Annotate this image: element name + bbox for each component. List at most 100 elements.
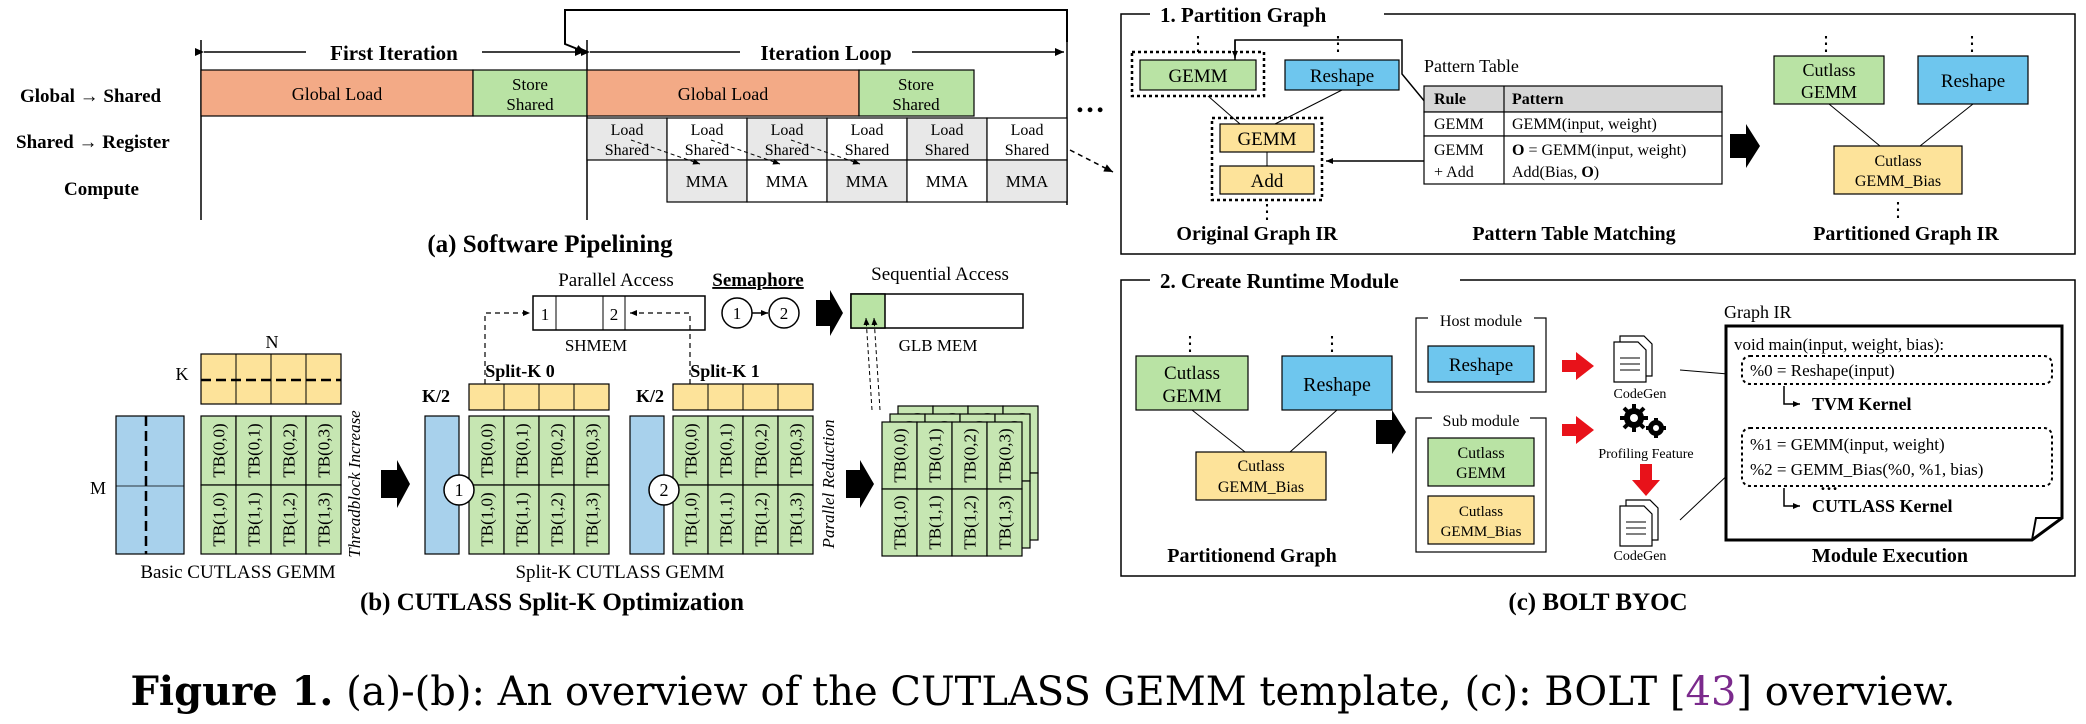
graph-ir-label: Graph IR: [1724, 302, 1791, 322]
reshape2-node: [1917, 55, 2029, 105]
tvm-kernel-group: [1741, 355, 2053, 385]
vdots-gemm-top: ⋮: [1188, 33, 1208, 55]
partition-graph-title: 1. Partition Graph: [1160, 3, 1327, 27]
row2-pattern-b: Add(Bias, O): [1512, 164, 1599, 181]
tvm-kernel-label: TVM Kernel: [1812, 394, 1911, 414]
global-load-block-1: [200, 69, 474, 117]
threadblock-cell: [777, 484, 814, 555]
splitk-gemm-label: Split-K CUTLASS GEMM: [515, 562, 724, 583]
threadblock-cell: [986, 488, 1023, 557]
store-shared-block-2: [858, 69, 975, 117]
threadblock-cell: [538, 484, 575, 555]
mma-label-3: MMA: [846, 172, 889, 191]
sub-gemm-bias-node: [1427, 495, 1535, 545]
parallel-access-label: Parallel Access: [558, 270, 674, 291]
reshape2-node-label: Reshape: [1941, 71, 2005, 92]
sub-module-label: Sub module: [1443, 413, 1520, 430]
threadblock-cell: [305, 415, 342, 486]
split0-circle: [443, 474, 475, 506]
row-label-global-shared: Global → Shared: [20, 86, 162, 107]
tb-grid-basic: TB(0,0)TB(0,1)TB(0,2)TB(0,3)TB(1,0)TB(1,…: [200, 415, 342, 555]
threadblock-cell: [672, 415, 709, 486]
mma-label-2: MMA: [766, 172, 809, 191]
vdots-bias-bottom: ⋮: [1888, 199, 1908, 221]
sub-cutlass-gemm-node: [1427, 437, 1535, 487]
caption-label: Figure 1.: [130, 668, 334, 715]
profiling-down-arrow: [1632, 464, 1660, 496]
glb-mem-slot: [850, 293, 886, 329]
n-label: N: [266, 332, 279, 352]
threadblock-label: TB(0,0): [682, 423, 701, 477]
load-shared-label-1: Shared: [605, 142, 649, 159]
a-matrix-basic: [115, 415, 185, 555]
host-codegen-arrow: [1562, 352, 1594, 380]
gemm-node: [1219, 123, 1315, 153]
row-label-compute: Compute: [64, 179, 139, 200]
load-shared-row: Load Shared Load Shared Load Shared Load…: [586, 117, 1068, 161]
partitionend-graph-label: Partitionend Graph: [1167, 545, 1336, 567]
tb-grid-split0: TB(0,0)TB(0,1)TB(0,2)TB(0,3)TB(1,0)TB(1,…: [468, 415, 610, 555]
loop-back-arrow: [564, 9, 1068, 53]
store-shared-block-1: [472, 69, 588, 117]
threadblock-label: TB(1,1): [513, 492, 532, 546]
panel-b: N K M TB(0,0)TB(0,1)TB(0,2)TB(0,3)TB(1,0…: [90, 264, 1039, 616]
parallel-reduction-label: Parallel Reduction: [819, 420, 838, 550]
row-label-shared-register: Shared → Register: [16, 132, 170, 153]
row2-rule-a: GEMM: [1434, 142, 1484, 159]
vdots-reshape-top: ⋮: [1328, 33, 1348, 55]
threadblock-label: TB(1,3): [315, 492, 334, 546]
threadblock-increase-label: Threadblock Increase: [345, 410, 364, 558]
semaphore-arrow: [816, 290, 843, 336]
panel-c-title: (c) BOLT BYOC: [1508, 589, 1687, 616]
threadblock-label: TB(0,0): [210, 423, 229, 477]
partitioned-graph-ir-label: Partitioned Graph IR: [1813, 223, 1999, 245]
row2-rule-b: + Add: [1434, 164, 1474, 181]
cutlass-gemm-node-label-a: Cutlass: [1802, 60, 1855, 80]
splitk0-label: Split-K 0: [485, 361, 555, 381]
threadblock-cell: [305, 484, 342, 555]
mma-label-1: MMA: [686, 172, 729, 191]
threadblock-label: TB(0,3): [787, 423, 806, 477]
threadblock-cell: [951, 421, 988, 490]
threadblock-cell: [503, 484, 540, 555]
caption-reference[interactable]: 43: [1685, 669, 1737, 715]
split0-to-shmem-arrow: [484, 310, 530, 384]
rule-header: Rule: [1434, 91, 1466, 108]
sub-cutlass-label-a: Cutlass: [1457, 445, 1504, 462]
threadblock-cell: [707, 415, 744, 486]
semaphore-circle-1-label: 1: [733, 304, 742, 323]
threadblock-label: TB(0,2): [752, 423, 771, 477]
sub-gemm-bias-label-a: Cutlass: [1459, 504, 1503, 520]
threadblock-cell: [777, 415, 814, 486]
add-node-label: Add: [1251, 171, 1284, 192]
vdots-add-bottom: ⋮: [1257, 201, 1277, 223]
threadblock-label: TB(0,0): [891, 428, 910, 482]
load-shared-label-4: Shared: [845, 142, 889, 159]
load-shared-label-5: Shared: [925, 142, 969, 159]
pattern-table-row-1: [1423, 111, 1723, 137]
threadblock-label: TB(0,1): [717, 423, 736, 477]
shmem-slot-2: 2: [610, 305, 619, 324]
panel-a: Global → Shared Shared → Register Comput…: [16, 9, 1114, 258]
threadblock-label: TB(1,3): [787, 492, 806, 546]
arrow-basic-to-splitk: [381, 460, 410, 508]
threadblock-label: TB(1,2): [752, 492, 771, 546]
load-label-5: Load: [931, 122, 964, 139]
threadblock-label: TB(0,3): [583, 423, 602, 477]
cutlass-gemm-bias-node: [1833, 145, 1963, 195]
pg-gemm-bias-label-b: GEMM_Bias: [1218, 479, 1304, 496]
panel-b-title: (b) CUTLASS Split-K Optimization: [360, 589, 744, 616]
gemm-highlight-box: [1130, 50, 1266, 98]
caption-text-b: ] overview.: [1736, 669, 1956, 715]
k2-label-0: K/2: [422, 386, 450, 406]
sub-cutlass-label-b: GEMM: [1456, 465, 1506, 482]
pipeline-ellipsis: …: [1075, 86, 1105, 119]
store-label-1: Store: [512, 75, 548, 94]
shared-label-2: Shared: [892, 95, 940, 114]
row2-pattern-a: O = GEMM(input, weight): [1512, 142, 1686, 159]
caption-text-a: (a)-(b): An overview of the CUTLASS GEMM…: [333, 669, 1686, 715]
pg-cutlass-label-b: GEMM: [1162, 386, 1221, 407]
semaphore-label: Semaphore: [712, 270, 803, 291]
cutlass-gemm-bias-label-a: Cutlass: [1874, 153, 1921, 170]
threadblock-cell: [986, 421, 1023, 490]
